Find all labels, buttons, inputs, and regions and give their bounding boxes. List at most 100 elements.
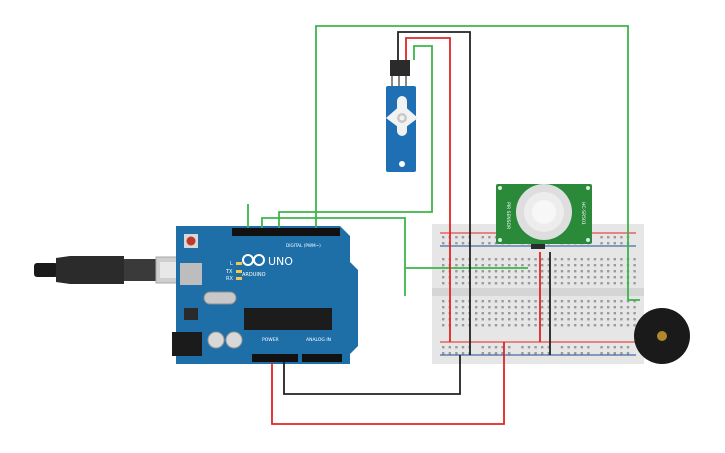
power-rail-hole[interactable] bbox=[607, 352, 610, 355]
breadboard-hole[interactable] bbox=[481, 324, 484, 327]
breadboard-hole[interactable] bbox=[488, 312, 491, 315]
breadboard-hole[interactable] bbox=[494, 282, 498, 285]
breadboard-hole[interactable] bbox=[607, 318, 610, 321]
breadboard-hole[interactable] bbox=[567, 306, 570, 309]
breadboard-hole[interactable] bbox=[547, 270, 550, 273]
power-rail-hole[interactable] bbox=[534, 352, 537, 355]
breadboard-hole[interactable] bbox=[600, 312, 603, 315]
power-rail-hole[interactable] bbox=[508, 346, 511, 349]
breadboard-hole[interactable] bbox=[554, 264, 557, 267]
breadboard-hole[interactable] bbox=[554, 324, 557, 327]
power-rail-hole[interactable] bbox=[600, 352, 603, 355]
breadboard-hole[interactable] bbox=[514, 264, 517, 267]
breadboard-hole[interactable] bbox=[541, 264, 544, 267]
breadboard-hole[interactable] bbox=[508, 270, 511, 273]
breadboard-hole[interactable] bbox=[501, 318, 504, 321]
breadboard-hole[interactable] bbox=[481, 312, 484, 315]
breadboard-hole[interactable] bbox=[567, 258, 570, 261]
breadboard-hole[interactable] bbox=[560, 318, 564, 321]
breadboard-hole[interactable] bbox=[514, 318, 517, 321]
power-rail-hole[interactable] bbox=[481, 352, 484, 355]
power-rail-hole[interactable] bbox=[448, 346, 451, 349]
power-rail-hole[interactable] bbox=[620, 346, 623, 349]
breadboard-hole[interactable] bbox=[613, 264, 616, 267]
breadboard-hole[interactable] bbox=[475, 312, 478, 315]
breadboard-hole[interactable] bbox=[580, 312, 583, 315]
breadboard-hole[interactable] bbox=[442, 318, 445, 321]
breadboard-hole[interactable] bbox=[534, 282, 537, 285]
breadboard-hole[interactable] bbox=[574, 276, 577, 279]
arduino-uno-board[interactable]: L TX RX UNO ARDUINO DIGITAL (PWM~) POWER… bbox=[172, 226, 358, 364]
power-rail-hole[interactable] bbox=[455, 242, 458, 245]
breadboard-hole[interactable] bbox=[442, 324, 445, 327]
breadboard-hole[interactable] bbox=[587, 300, 590, 303]
breadboard-hole[interactable] bbox=[527, 300, 531, 303]
breadboard-hole[interactable] bbox=[475, 306, 478, 309]
power-rail-hole[interactable] bbox=[501, 352, 504, 355]
breadboard-hole[interactable] bbox=[554, 270, 557, 273]
breadboard-hole[interactable] bbox=[527, 258, 531, 261]
breadboard-hole[interactable] bbox=[580, 282, 583, 285]
breadboard-hole[interactable] bbox=[527, 324, 531, 327]
breadboard-hole[interactable] bbox=[475, 270, 478, 273]
breadboard-hole[interactable] bbox=[593, 318, 597, 321]
breadboard-hole[interactable] bbox=[620, 276, 623, 279]
power-rail-hole[interactable] bbox=[574, 346, 577, 349]
breadboard-hole[interactable] bbox=[547, 318, 550, 321]
breadboard-hole[interactable] bbox=[534, 312, 537, 315]
breadboard-hole[interactable] bbox=[541, 318, 544, 321]
breadboard-hole[interactable] bbox=[613, 282, 616, 285]
breadboard-hole[interactable] bbox=[613, 312, 616, 315]
power-rail-hole[interactable] bbox=[580, 346, 583, 349]
breadboard-hole[interactable] bbox=[501, 258, 504, 261]
breadboard-hole[interactable] bbox=[494, 306, 498, 309]
breadboard-hole[interactable] bbox=[488, 270, 491, 273]
power-rail-hole[interactable] bbox=[461, 352, 465, 355]
breadboard-hole[interactable] bbox=[593, 258, 597, 261]
breadboard-hole[interactable] bbox=[527, 306, 531, 309]
power-rail-hole[interactable] bbox=[607, 236, 610, 239]
breadboard-hole[interactable] bbox=[567, 324, 570, 327]
breadboard-hole[interactable] bbox=[514, 276, 517, 279]
power-rail-hole[interactable] bbox=[481, 236, 484, 239]
breadboard-hole[interactable] bbox=[521, 258, 524, 261]
breadboard-hole[interactable] bbox=[587, 282, 590, 285]
breadboard-hole[interactable] bbox=[587, 306, 590, 309]
power-rail-hole[interactable] bbox=[541, 352, 544, 355]
power-rail-hole[interactable] bbox=[567, 352, 570, 355]
breadboard-hole[interactable] bbox=[574, 270, 577, 273]
breadboard-hole[interactable] bbox=[442, 312, 445, 315]
breadboard-hole[interactable] bbox=[541, 324, 544, 327]
power-rail-hole[interactable] bbox=[494, 242, 498, 245]
breadboard-hole[interactable] bbox=[514, 300, 517, 303]
breadboard-hole[interactable] bbox=[534, 264, 537, 267]
breadboard-hole[interactable] bbox=[600, 276, 603, 279]
breadboard-hole[interactable] bbox=[494, 276, 498, 279]
breadboard-hole[interactable] bbox=[567, 276, 570, 279]
breadboard-hole[interactable] bbox=[547, 282, 550, 285]
breadboard-hole[interactable] bbox=[547, 324, 550, 327]
breadboard-hole[interactable] bbox=[580, 318, 583, 321]
power-rail-hole[interactable] bbox=[626, 346, 630, 349]
power-rail-hole[interactable] bbox=[587, 352, 590, 355]
breadboard-hole[interactable] bbox=[613, 324, 616, 327]
breadboard-hole[interactable] bbox=[560, 306, 564, 309]
breadboard-hole[interactable] bbox=[514, 258, 517, 261]
breadboard-hole[interactable] bbox=[600, 300, 603, 303]
breadboard-hole[interactable] bbox=[442, 306, 445, 309]
breadboard-hole[interactable] bbox=[481, 276, 484, 279]
breadboard-hole[interactable] bbox=[580, 300, 583, 303]
breadboard-hole[interactable] bbox=[600, 324, 603, 327]
breadboard-hole[interactable] bbox=[600, 270, 603, 273]
breadboard-hole[interactable] bbox=[574, 300, 577, 303]
breadboard-hole[interactable] bbox=[481, 282, 484, 285]
breadboard-hole[interactable] bbox=[475, 300, 478, 303]
breadboard-hole[interactable] bbox=[481, 306, 484, 309]
breadboard-hole[interactable] bbox=[494, 312, 498, 315]
breadboard-hole[interactable] bbox=[455, 264, 458, 267]
power-rail-hole[interactable] bbox=[461, 346, 465, 349]
power-rail-hole[interactable] bbox=[547, 346, 550, 349]
breadboard-hole[interactable] bbox=[508, 300, 511, 303]
power-rail-hole[interactable] bbox=[508, 352, 511, 355]
breadboard-hole[interactable] bbox=[488, 264, 491, 267]
